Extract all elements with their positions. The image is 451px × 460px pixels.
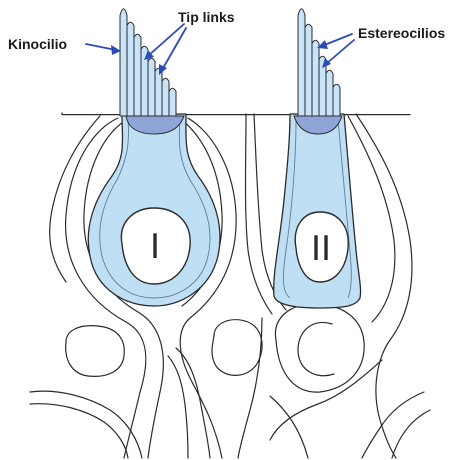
stereocilia-bundle-type-one	[120, 9, 176, 116]
nerve-ending-type2-inner	[298, 322, 334, 375]
kinocilio-label: Kinocilio	[8, 36, 67, 52]
type-one-label: I	[150, 227, 160, 267]
tip-link-arrowhead-lower	[159, 64, 167, 75]
type-one-stereocilium-1	[127, 22, 134, 116]
type-two-stereocilium-1	[305, 24, 312, 116]
nerve-terminal-left	[66, 326, 125, 377]
tip-link-arrow-lower	[162, 28, 186, 70]
estereocilios-label: Estereocilios	[358, 25, 445, 41]
type-two-stereocilium-5	[333, 84, 340, 116]
nerve-fiber-center-2	[168, 356, 188, 458]
hair-cell-type-one: I	[88, 114, 220, 306]
supporting-cells	[30, 114, 430, 458]
type-two-stereocilium-2	[312, 40, 319, 116]
tip-links-label: Tip links	[178, 9, 235, 25]
type-one-kinocilium	[120, 9, 127, 116]
type-two-label: II	[311, 229, 331, 269]
type-two-kinocilium	[298, 9, 305, 116]
supporting-cell-right	[356, 114, 412, 458]
nerve-bouton-center	[212, 320, 262, 376]
nerve-fiber-type2-2	[270, 396, 308, 458]
type-one-stereocilium-5	[155, 68, 162, 116]
stereocilia-bundle-type-two	[298, 9, 340, 116]
type-two-stereocilium-4	[326, 70, 333, 116]
nerve-fiber-right-2	[362, 392, 424, 458]
estereocilios-arrow-upper	[322, 34, 352, 46]
reticular-lamina	[62, 113, 410, 115]
type-one-stereocilium-4	[148, 58, 155, 116]
nerve-fiber-right	[270, 360, 382, 440]
nerve-fiber-center	[176, 348, 210, 458]
type-one-stereocilium-7	[169, 88, 176, 116]
nerve-fiber-right-3	[392, 410, 430, 458]
type-one-stereocilium-2	[134, 34, 141, 116]
nerve-ending-type2	[275, 304, 364, 392]
hair-cell-type-two: II	[274, 114, 361, 308]
type-one-stereocilium-6	[162, 78, 169, 116]
nerve-fiber-type2	[238, 318, 262, 458]
